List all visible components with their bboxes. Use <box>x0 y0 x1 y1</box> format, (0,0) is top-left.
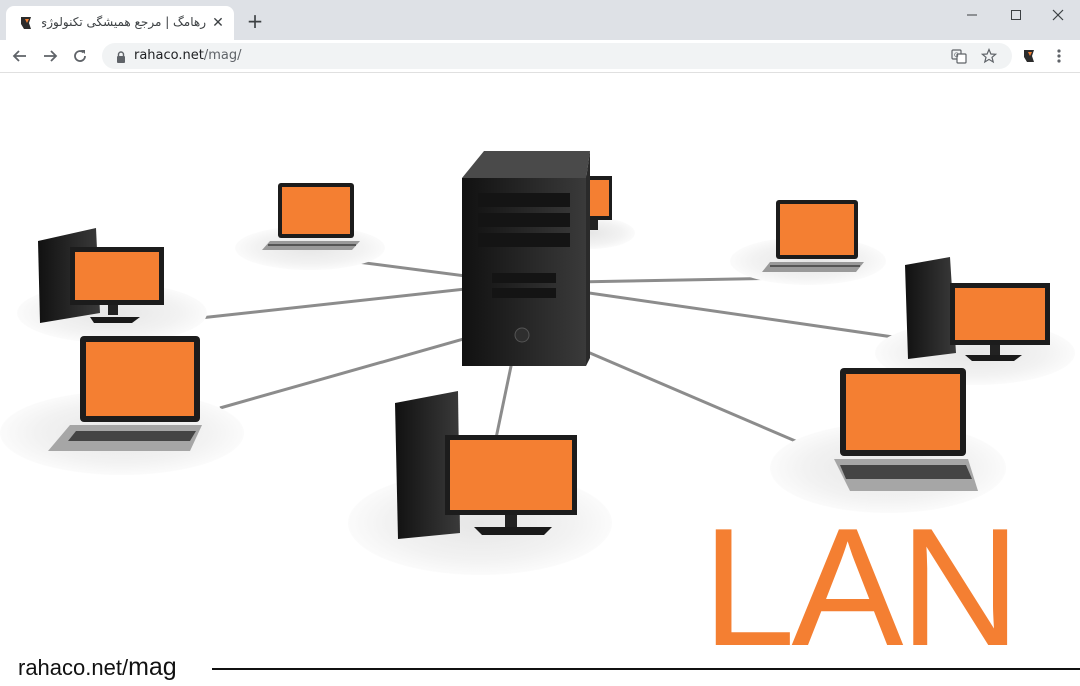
extension-icon[interactable] <box>1018 45 1040 67</box>
minimize-icon[interactable] <box>950 0 994 30</box>
window-close-icon[interactable] <box>1036 0 1080 30</box>
lan-banner-text: LAN <box>702 493 1021 681</box>
lan-network-illustration <box>0 151 1075 575</box>
maximize-icon[interactable] <box>994 0 1038 30</box>
tab-close-icon[interactable]: ✕ <box>212 15 224 31</box>
url-path: /mag/ <box>203 48 242 63</box>
footer-site: rahaco.net/ <box>18 655 129 680</box>
laptop-3 <box>48 336 202 451</box>
footer-section: mag <box>128 653 177 681</box>
page-content: LAN rahaco.net/mag <box>0 73 1080 686</box>
laptop-2 <box>762 200 864 272</box>
menu-dots-icon[interactable] <box>1048 45 1070 67</box>
desktop-bottom <box>395 391 577 539</box>
browser-titlebar: رهامگ | مرجع همیشگی تکنولوژی | ✕ + <box>0 0 1080 40</box>
browser-toolbar: rahaco.net/mag/ G <box>0 40 1080 73</box>
browser-tab[interactable]: رهامگ | مرجع همیشگی تکنولوژی | ✕ <box>6 6 234 40</box>
site-favicon-icon <box>18 15 34 31</box>
address-bar[interactable]: rahaco.net/mag/ G <box>102 43 1012 69</box>
laptop-4 <box>834 368 978 491</box>
tab-title: رهامگ | مرجع همیشگی تکنولوژی | <box>42 15 206 29</box>
svg-text:G: G <box>954 52 959 59</box>
new-tab-button[interactable]: + <box>246 9 264 33</box>
central-server <box>462 151 590 366</box>
lock-icon[interactable] <box>114 49 128 63</box>
url-domain: rahaco.net <box>134 48 204 63</box>
footer-site-url: rahaco.net/mag <box>18 653 177 682</box>
bookmark-star-icon[interactable] <box>980 47 998 65</box>
back-arrow-icon[interactable] <box>8 44 32 68</box>
desktop-right <box>905 257 1050 361</box>
forward-arrow-icon[interactable] <box>38 44 62 68</box>
laptop-1 <box>262 183 360 250</box>
url-text[interactable]: rahaco.net/mag/ <box>134 48 242 64</box>
desktop-left <box>38 228 164 323</box>
footer-divider <box>212 668 1080 670</box>
translate-icon[interactable]: G <box>950 47 968 65</box>
reload-icon[interactable] <box>68 44 92 68</box>
